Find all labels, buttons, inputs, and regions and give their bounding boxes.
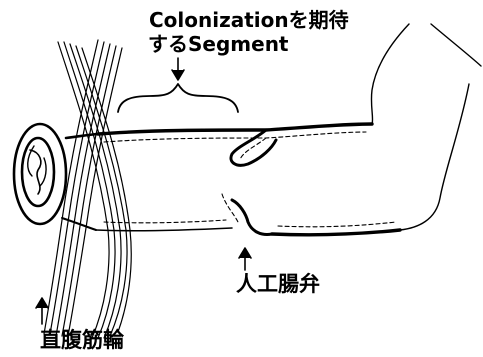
valve-lower-fold-dash: [222, 194, 238, 222]
segment-arrow: [172, 58, 184, 80]
bowel-outline-right: [431, 24, 481, 66]
colonization-label-line1: Colonizationを期待: [149, 10, 349, 30]
valve-lower-fold: [232, 200, 272, 235]
segment-upper-wall: [98, 124, 372, 134]
rectus-ring-label: 直腹筋輪: [40, 330, 124, 351]
valve-arrow: [239, 248, 251, 270]
artificial-valve-label: 人工腸弁: [236, 274, 320, 295]
colonization-label-line2: するSegment: [148, 34, 289, 54]
stoma-end: [14, 124, 98, 230]
segment-lower-wall-dash: [104, 220, 226, 223]
bowel-outline-left: [371, 24, 409, 124]
segment-lower-wall: [96, 228, 232, 231]
segment-brace: [118, 84, 238, 112]
valve-upper-fold: [231, 130, 276, 165]
bowel-lower-wall: [272, 230, 400, 235]
segment-upper-wall-dash: [104, 132, 366, 142]
bowel-lower-wall-dash: [278, 222, 396, 227]
bowel-outer-curve: [400, 84, 469, 230]
